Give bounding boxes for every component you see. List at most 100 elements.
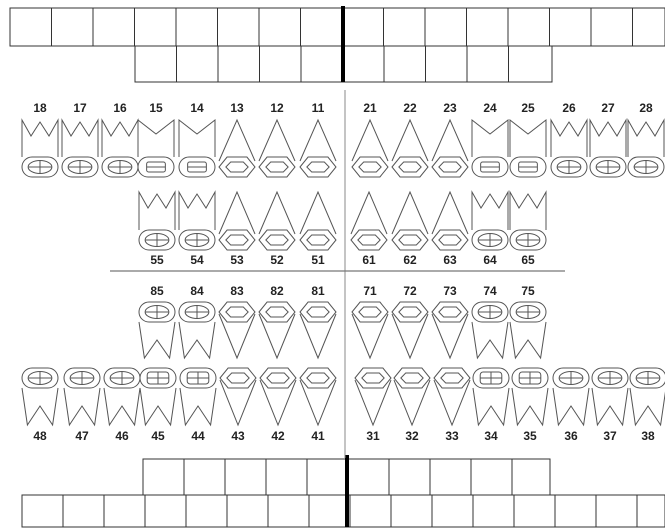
tooth-number-62: 62 xyxy=(403,253,417,267)
tooth-47 xyxy=(64,368,100,425)
tooth-number-74: 74 xyxy=(483,284,497,298)
tooth-number-33: 33 xyxy=(445,429,459,443)
tooth-71 xyxy=(352,302,388,358)
crown xyxy=(300,368,336,388)
root-outline xyxy=(592,388,628,425)
tooth-number-73: 73 xyxy=(443,284,457,298)
tooth-33 xyxy=(434,368,470,425)
crown xyxy=(392,302,428,322)
tooth-84 xyxy=(179,302,215,358)
tooth-number-53: 53 xyxy=(230,253,244,267)
tooth-25 xyxy=(510,120,546,177)
tooth-number-63: 63 xyxy=(443,253,457,267)
root-outline xyxy=(138,120,174,157)
tooth-number-25: 25 xyxy=(521,101,535,115)
root-outline xyxy=(300,120,336,161)
tooth-23 xyxy=(432,120,468,177)
root-outline xyxy=(392,120,428,161)
root-outline xyxy=(64,388,100,425)
tooth-22 xyxy=(392,120,428,177)
root-outline xyxy=(351,192,387,234)
tooth-number-42: 42 xyxy=(271,429,285,443)
tooth-number-83: 83 xyxy=(230,284,244,298)
tooth-31 xyxy=(355,368,391,425)
bottom-chart-grid xyxy=(22,455,665,527)
tooth-number-84: 84 xyxy=(190,284,204,298)
tooth-number-26: 26 xyxy=(562,101,576,115)
tooth-48 xyxy=(22,368,58,425)
tooth-11 xyxy=(300,120,336,177)
tooth-number-15: 15 xyxy=(149,101,163,115)
crown xyxy=(219,157,255,177)
tooth-34 xyxy=(473,368,509,425)
tooth-number-16: 16 xyxy=(113,101,127,115)
tooth-81 xyxy=(300,302,336,358)
root-outline xyxy=(510,322,546,358)
tooth-number-81: 81 xyxy=(311,284,325,298)
crown xyxy=(432,302,468,322)
tooth-13 xyxy=(219,120,255,177)
tooth-number-44: 44 xyxy=(191,429,205,443)
tooth-28 xyxy=(628,120,664,177)
tooth-42 xyxy=(260,368,296,425)
root-outline xyxy=(102,120,138,157)
crown xyxy=(432,157,468,177)
tooth-52 xyxy=(259,192,295,250)
tooth-15 xyxy=(138,120,174,177)
tooth-37 xyxy=(592,368,628,425)
root-outline xyxy=(219,192,255,234)
top-grid-row1-frame xyxy=(10,8,665,46)
divider-lines xyxy=(110,90,565,458)
root-outline xyxy=(510,192,546,230)
root-outline xyxy=(628,120,664,157)
crown xyxy=(300,302,336,322)
tooth-number-36: 36 xyxy=(564,429,578,443)
tooth-number-27: 27 xyxy=(601,101,615,115)
tooth-14 xyxy=(179,120,215,177)
crown xyxy=(260,368,296,388)
tooth-53 xyxy=(219,192,255,250)
root-outline xyxy=(472,322,508,358)
root-outline xyxy=(139,192,175,230)
tooth-32 xyxy=(394,368,430,425)
tooth-number-61: 61 xyxy=(362,253,376,267)
root-outline xyxy=(512,388,548,425)
tooth-number-38: 38 xyxy=(641,429,655,443)
root-outline xyxy=(62,120,98,157)
tooth-75 xyxy=(510,302,546,358)
tooth-number-65: 65 xyxy=(521,253,535,267)
root-outline xyxy=(22,120,58,157)
tooth-64 xyxy=(472,192,508,250)
tooth-41 xyxy=(300,368,336,425)
tooth-number-34: 34 xyxy=(484,429,498,443)
root-outline xyxy=(139,322,175,358)
root-outline xyxy=(300,192,336,234)
tooth-43 xyxy=(220,368,256,425)
crown xyxy=(351,230,387,250)
tooth-54 xyxy=(179,192,215,250)
crown xyxy=(219,230,255,250)
root-outline xyxy=(432,120,468,161)
tooth-number-75: 75 xyxy=(521,284,535,298)
tooth-62 xyxy=(392,192,428,250)
tooth-number-54: 54 xyxy=(190,253,204,267)
tooth-number-31: 31 xyxy=(366,429,380,443)
root-outline xyxy=(510,120,546,157)
root-outline xyxy=(104,388,140,425)
tooth-38 xyxy=(630,368,665,425)
tooth-82 xyxy=(259,302,295,358)
tooth-number-18: 18 xyxy=(33,101,47,115)
tooth-44 xyxy=(180,368,216,425)
tooth-72 xyxy=(392,302,428,358)
teeth-layer xyxy=(22,120,665,425)
tooth-number-17: 17 xyxy=(73,101,87,115)
top-chart-grid xyxy=(10,6,665,82)
tooth-number-23: 23 xyxy=(443,101,457,115)
tooth-number-48: 48 xyxy=(33,429,47,443)
root-outline xyxy=(179,192,215,230)
tooth-number-12: 12 xyxy=(270,101,284,115)
tooth-65 xyxy=(510,192,546,250)
tooth-16 xyxy=(102,120,138,177)
